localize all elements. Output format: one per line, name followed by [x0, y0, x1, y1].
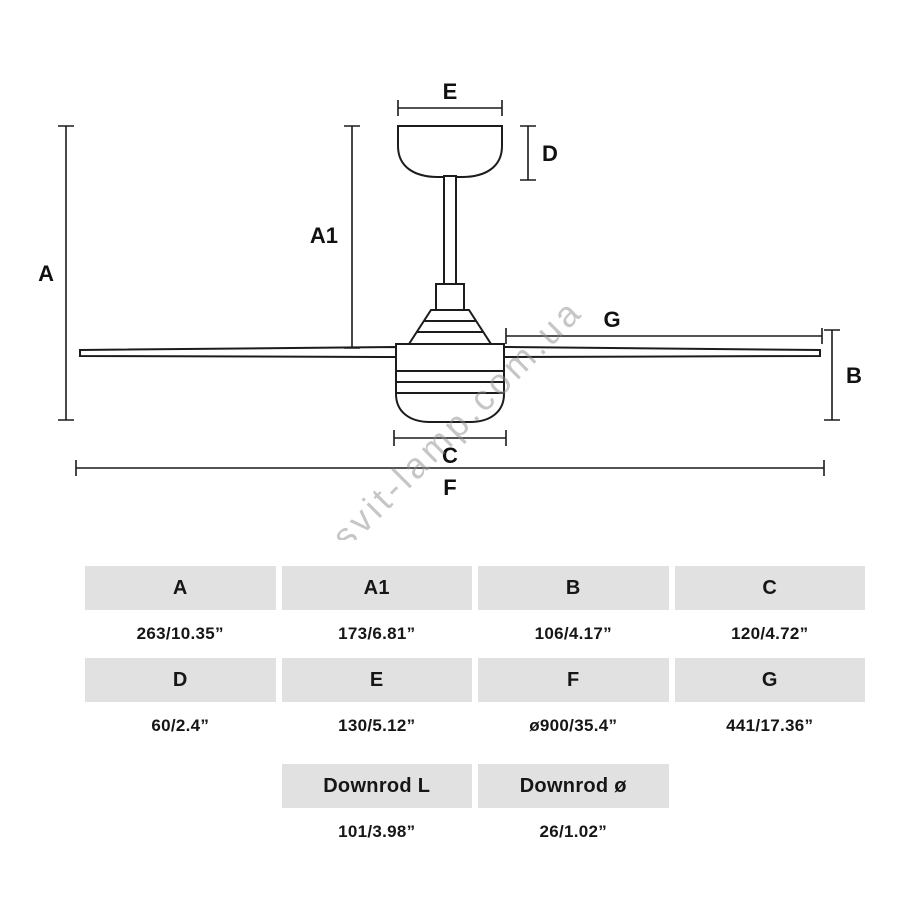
table-header-cell: G — [674, 658, 865, 702]
table-header-row: D E F G — [85, 658, 865, 702]
table-header-cell: F — [478, 658, 669, 702]
table-header-cell: C — [674, 566, 865, 610]
table-header-cell: B — [478, 566, 669, 610]
dim-line-E — [397, 100, 503, 116]
table-value-cell: 26/1.02” — [478, 808, 669, 856]
dim-label-F: F — [443, 475, 456, 500]
canopy-shape — [397, 125, 503, 178]
dim-label-G: G — [603, 307, 620, 332]
table-value-cell: 60/2.4” — [85, 702, 276, 750]
table-value-cell: ø900/35.4” — [478, 702, 669, 750]
table-header-row-downrod: Downrod L Downrod ø — [85, 764, 865, 808]
dim-line-B — [824, 329, 840, 421]
diagram-svg: E D A1 A G B C F svit-lamp.com.ua — [38, 79, 862, 556]
table-header-cell: A1 — [281, 566, 472, 610]
dim-label-A1: A1 — [310, 223, 338, 248]
dim-label-E: E — [443, 79, 458, 104]
table-header-cell: A — [85, 566, 276, 610]
table-value-cell: 106/4.17” — [478, 610, 669, 658]
table-header-cell: Downrod L — [281, 764, 472, 808]
dim-label-C: C — [442, 443, 458, 468]
table-value-cell: 101/3.98” — [281, 808, 472, 856]
table-value-cell: 263/10.35” — [85, 610, 276, 658]
fan-drawing — [79, 125, 821, 423]
table-value-row: 60/2.4” 130/5.12” ø900/35.4” 441/17.36” — [85, 702, 865, 750]
motor-mount-shape — [407, 309, 493, 345]
table-value-cell: 120/4.72” — [674, 610, 865, 658]
table-value-cell: 130/5.12” — [281, 702, 472, 750]
dimension-table: A A1 B C 263/10.35” 173/6.81” 106/4.17” … — [85, 566, 865, 856]
table-header-cell: Downrod ø — [478, 764, 669, 808]
table-value-row-downrod: 101/3.98” 26/1.02” — [85, 808, 865, 856]
dim-line-D — [520, 125, 536, 181]
downrod-shape — [443, 175, 457, 285]
dim-line-A1 — [344, 125, 360, 349]
dim-label-B: B — [846, 363, 862, 388]
dim-label-D: D — [542, 141, 558, 166]
table-header-row: A A1 B C — [85, 566, 865, 610]
dim-line-C — [393, 430, 507, 446]
table-value-row: 263/10.35” 173/6.81” 106/4.17” 120/4.72” — [85, 610, 865, 658]
coupling-shape — [435, 283, 465, 311]
dim-line-A — [58, 125, 74, 421]
dim-label-A: A — [38, 261, 54, 286]
table-header-cell: E — [281, 658, 472, 702]
dimension-lines — [58, 100, 840, 476]
fan-dimension-diagram: E D A1 A G B C F svit-lamp.com.ua — [38, 79, 862, 556]
dim-line-F — [75, 460, 825, 476]
table-header-cell: D — [85, 658, 276, 702]
dim-line-G — [505, 328, 823, 344]
table-value-cell: 173/6.81” — [281, 610, 472, 658]
dimension-labels: E D A1 A G B C F — [38, 79, 862, 500]
table-value-cell: 441/17.36” — [674, 702, 865, 750]
